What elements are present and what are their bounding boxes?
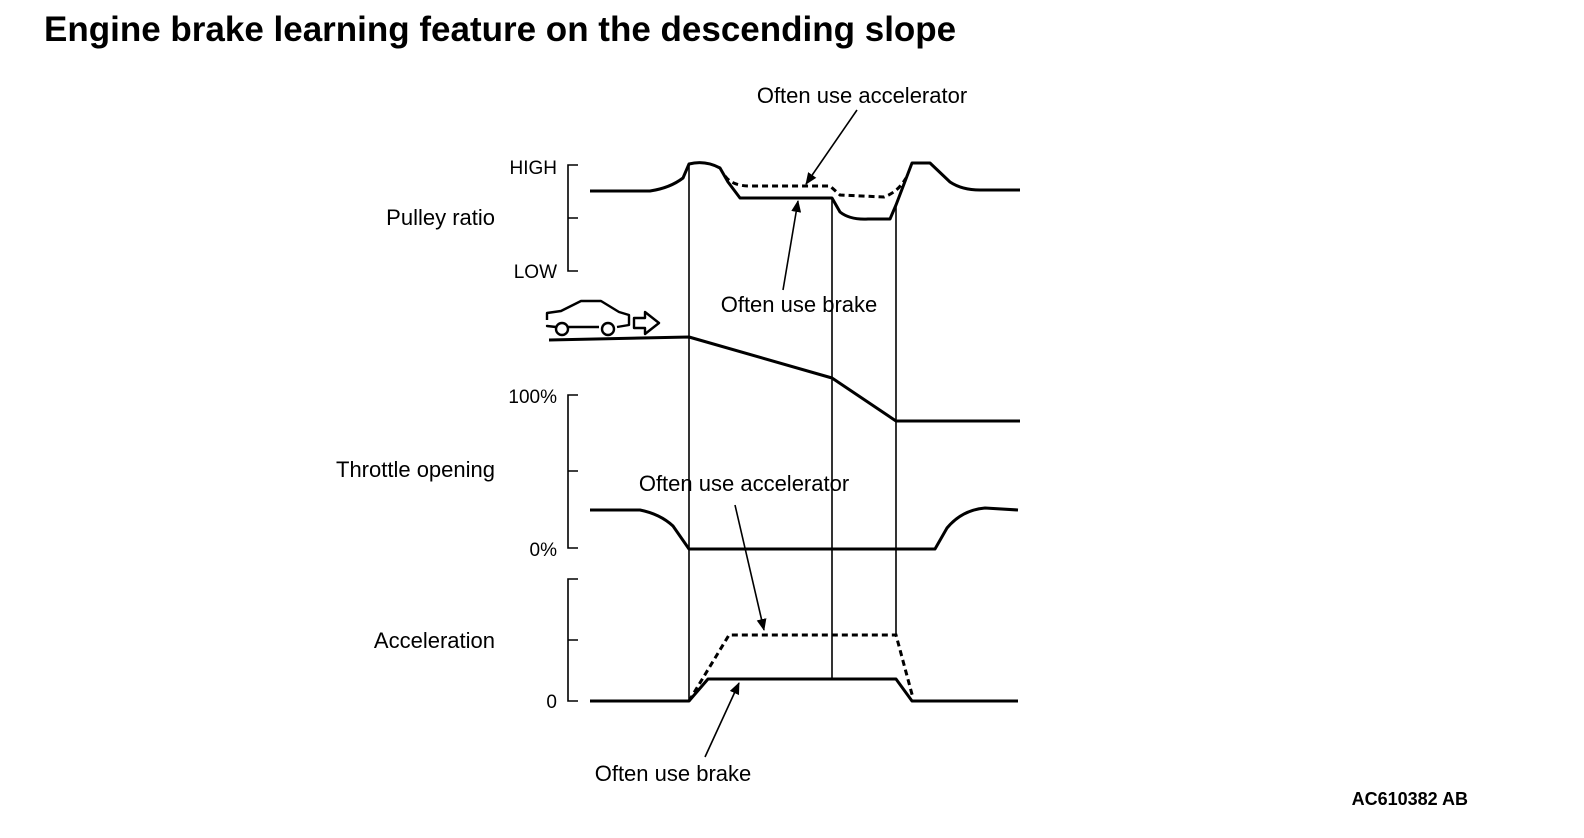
acceleration-axis [567, 578, 578, 702]
acceleration-brake-curve [590, 677, 1018, 703]
acceleration-accelerator-curve [687, 633, 915, 702]
pulley-brake-annotation: Often use brake [721, 292, 878, 317]
acceleration-brake-arrow [704, 682, 740, 758]
throttle-opening-label: Throttle opening [336, 457, 495, 482]
acceleration-accelerator-annotation: Often use accelerator [639, 471, 849, 496]
pulley-brake-arrow [782, 200, 802, 291]
throttle-tick-high: 100% [508, 387, 557, 408]
pulley-accelerator-arrow [805, 109, 858, 185]
pulley-ratio-accelerator-curve [723, 175, 908, 199]
pulley-axis [567, 164, 578, 272]
throttle-tick-low: 0% [530, 540, 558, 561]
page-title: Engine brake learning feature on the des… [44, 10, 957, 49]
road-slope-line [548, 335, 1020, 423]
acceleration-accelerator-arrow [734, 504, 767, 631]
pulley-accelerator-annotation: Often use accelerator [757, 83, 967, 108]
throttle-axis [567, 394, 578, 549]
pulley-tick-high: HIGH [510, 158, 558, 179]
acceleration-brake-annotation: Often use brake [595, 761, 752, 786]
arrow-right-icon [632, 310, 661, 336]
throttle-opening-curve [590, 506, 1019, 551]
acceleration-tick-zero: 0 [546, 692, 557, 713]
pulley-ratio-brake-curve [590, 161, 1020, 221]
pulley-tick-low: LOW [514, 262, 557, 283]
reference-code: AC610382 AB [1352, 789, 1468, 809]
pulley-ratio-label: Pulley ratio [386, 205, 495, 230]
acceleration-label: Acceleration [374, 628, 495, 653]
car-icon [545, 299, 631, 337]
